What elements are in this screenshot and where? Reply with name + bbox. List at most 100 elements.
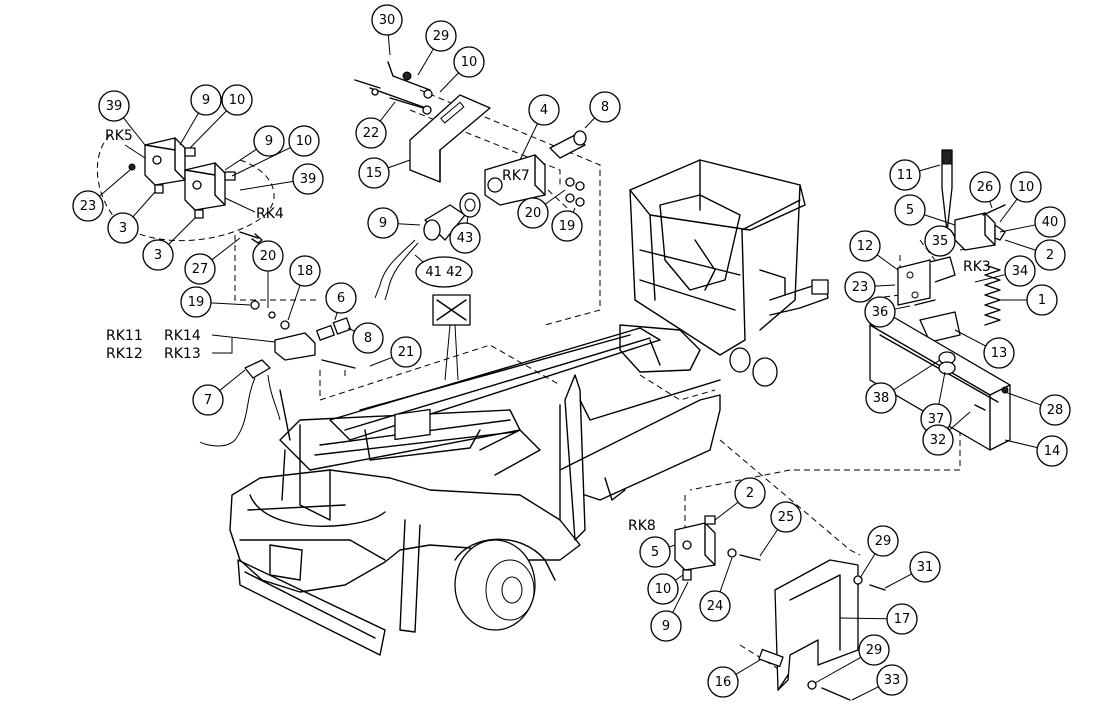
callout-circle — [425, 20, 457, 52]
callout-circle — [1026, 284, 1058, 316]
callout-circle — [288, 125, 320, 157]
callout-circle — [1034, 239, 1066, 271]
rk5-label: RK5 — [105, 128, 133, 144]
callout-number: 35 — [932, 234, 949, 249]
callout-number: 28 — [1047, 403, 1064, 418]
callout-circle — [647, 573, 679, 605]
callout-number: 36 — [872, 305, 889, 320]
callout-circle — [184, 253, 216, 285]
callout-number: 1 — [1038, 293, 1046, 308]
callout-number: 20 — [525, 206, 542, 221]
callout-leader — [334, 312, 338, 321]
callout-number: 37 — [928, 412, 945, 427]
callout-number: 6 — [337, 291, 345, 306]
callout-circle — [449, 222, 481, 254]
callout-circle — [180, 286, 212, 318]
callout-number: 9 — [662, 619, 670, 634]
callout-leader — [1004, 439, 1038, 449]
callout-number: 16 — [715, 675, 732, 690]
callout-number: 9 — [265, 134, 273, 149]
callout-circle — [983, 337, 1015, 369]
callout-leader — [668, 544, 676, 548]
rk4-label: RK4 — [256, 206, 284, 222]
callout-leader — [99, 169, 131, 197]
callout-circle — [367, 207, 399, 239]
callout-circle — [707, 666, 739, 698]
callout-number: 3 — [119, 221, 127, 236]
callout-number: 10 — [229, 93, 246, 108]
callout-circle — [909, 551, 941, 583]
callout-leader — [924, 214, 956, 226]
callout-leader — [466, 215, 469, 224]
callout-circle — [650, 610, 682, 642]
callout-number: 23 — [852, 280, 869, 295]
callout-circle — [289, 255, 321, 287]
callout-circle — [528, 94, 560, 126]
callout-leader — [672, 581, 689, 613]
callout-leader — [735, 659, 761, 675]
callout-leader — [1004, 391, 1042, 406]
callout-number: 39 — [106, 99, 123, 114]
callout-circle — [352, 322, 384, 354]
callout-circle — [865, 382, 897, 414]
callout-circle — [867, 525, 899, 557]
callout-circle — [415, 256, 473, 288]
callout-circle — [551, 210, 583, 242]
callout-circle — [876, 664, 908, 696]
callout-leader — [168, 217, 196, 245]
callout-leader — [544, 189, 566, 205]
callout-number: 31 — [917, 560, 934, 575]
callout-number: 12 — [857, 239, 874, 254]
callout-number: 14 — [1044, 444, 1061, 459]
callout-leader — [999, 224, 1036, 233]
callout-number: 39 — [300, 172, 317, 187]
callout-number: 8 — [364, 331, 372, 346]
callout-number: 29 — [875, 534, 892, 549]
callout-leader — [122, 117, 146, 146]
callout-leader — [369, 356, 393, 367]
callout-number: 8 — [601, 100, 609, 115]
callout-number: 18 — [297, 264, 314, 279]
callout-leader — [224, 148, 257, 171]
callout-leader — [387, 159, 411, 169]
callout-number: 10 — [1018, 180, 1035, 195]
callout-leader — [211, 237, 241, 261]
callout-number: 4 — [540, 103, 548, 118]
callout-leader — [584, 117, 596, 129]
callout-number: 11 — [897, 168, 914, 183]
callout-leader — [132, 191, 156, 218]
callout-circle — [894, 194, 926, 226]
callout-circle — [192, 384, 224, 416]
callout-circle — [844, 271, 876, 303]
callout-number: 9 — [379, 216, 387, 231]
callout-leader — [919, 164, 941, 172]
callout-circle — [924, 225, 956, 257]
callout-leader — [417, 48, 434, 76]
callout-leader — [189, 110, 227, 149]
callout-number: 13 — [991, 346, 1008, 361]
callout-number: 2 — [1046, 248, 1054, 263]
callout-number: 10 — [461, 55, 478, 70]
callout-number: 21 — [398, 345, 415, 360]
machine-drawing — [199, 159, 829, 656]
callout-leader — [379, 101, 396, 122]
callout-circle — [190, 84, 222, 116]
callout-leader — [876, 254, 899, 271]
callout-number: 9 — [202, 93, 210, 108]
callout-circle — [355, 117, 387, 149]
callout-number: 23 — [80, 199, 97, 214]
rk7-label: RK7 — [502, 168, 530, 184]
callout-leader — [884, 573, 912, 589]
callout-circle — [1034, 206, 1066, 238]
callout-leader — [239, 180, 294, 191]
callout-number: 19 — [559, 219, 576, 234]
callout-number: 22 — [363, 126, 380, 141]
callout-leader — [397, 223, 421, 226]
callout-circle — [734, 477, 766, 509]
callout-number: 34 — [1012, 264, 1029, 279]
callout-number: 40 — [1042, 215, 1059, 230]
callout-circle — [252, 240, 284, 272]
callout-leader — [287, 285, 301, 321]
callout-number: 15 — [366, 166, 383, 181]
callout-number: 5 — [906, 203, 914, 218]
